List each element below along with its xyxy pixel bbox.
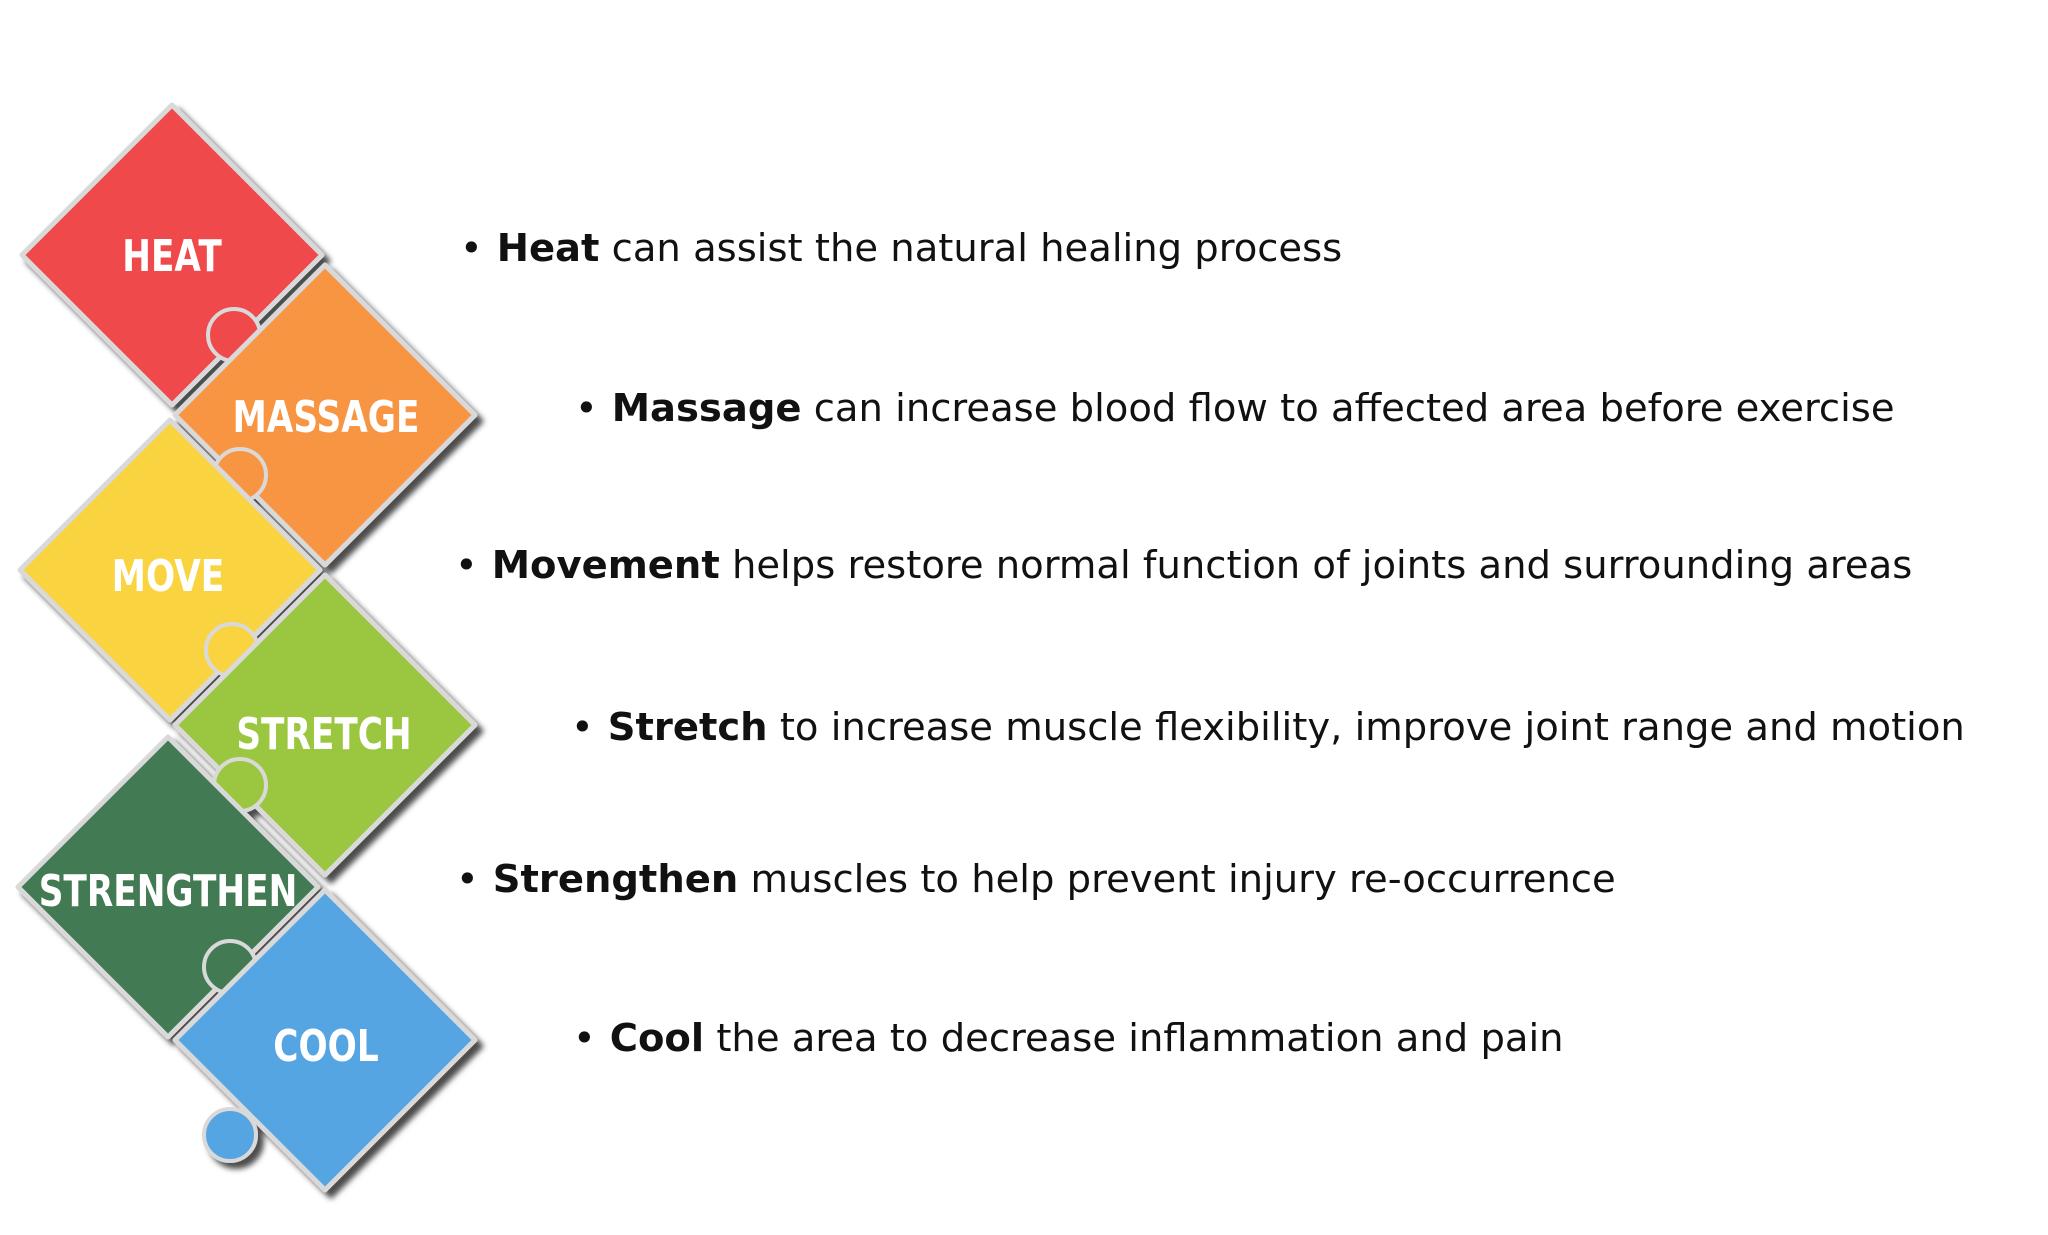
bullet-strengthen: •Strengthen muscles to help prevent inju… xyxy=(456,860,1616,900)
bullet-term: Stretch xyxy=(607,704,768,750)
bullet-dot: • xyxy=(455,542,478,588)
bullet-term: Cool xyxy=(609,1015,705,1061)
bullet-text: muscles to help prevent injury re-occurr… xyxy=(738,856,1616,902)
piece-label-massage: MASSAGE xyxy=(232,392,420,443)
bullet-text: can increase blood flow to affected area… xyxy=(801,385,1895,431)
bullet-text: to increase muscle flexibility, improve … xyxy=(767,704,1965,750)
bullet-text: can assist the natural healing process xyxy=(599,225,1343,271)
piece-label-heat: HEAT xyxy=(122,231,222,282)
puzzle-piece-stretch xyxy=(172,572,478,878)
bullet-term: Strengthen xyxy=(492,856,739,902)
bullet-term: Movement xyxy=(491,542,720,588)
bullet-heat: •Heat can assist the natural healing pro… xyxy=(460,229,1342,269)
bullet-dot: • xyxy=(456,856,479,902)
piece-label-strengthen: STRENGTHEN xyxy=(38,866,298,917)
bullet-dot: • xyxy=(571,704,594,750)
piece-label-move: MOVE xyxy=(111,551,225,602)
bullet-text: helps restore normal function of joints … xyxy=(719,542,1913,588)
bullet-text: the area to decrease inflammation and pa… xyxy=(704,1015,1564,1061)
puzzle-piece-move xyxy=(17,417,323,723)
bullet-stretch: •Stretch to increase muscle flexibility,… xyxy=(571,708,1965,748)
bullet-cool: •Cool the area to decrease inflammation … xyxy=(573,1019,1564,1059)
bullet-dot: • xyxy=(460,225,483,271)
bullet-term: Massage xyxy=(611,385,802,431)
bullet-massage: •Massage can increase blood flow to affe… xyxy=(575,389,1895,429)
piece-label-cool: COOL xyxy=(273,1021,379,1072)
bullet-term: Heat xyxy=(496,225,600,271)
puzzle-piece-heat xyxy=(19,102,325,408)
puzzle-diagram: HEAT MASSAGE MOVE STRETCH STRENGTHEN COO… xyxy=(0,0,520,1231)
piece-label-stretch: STRETCH xyxy=(236,709,412,760)
bullet-dot: • xyxy=(575,385,598,431)
puzzle-graphic xyxy=(15,102,478,1193)
bullet-movement: •Movement helps restore normal function … xyxy=(455,546,1912,586)
bullet-dot: • xyxy=(573,1015,596,1061)
puzzle-piece-cool xyxy=(172,887,478,1193)
puzzle-piece-strengthen xyxy=(15,734,321,1040)
